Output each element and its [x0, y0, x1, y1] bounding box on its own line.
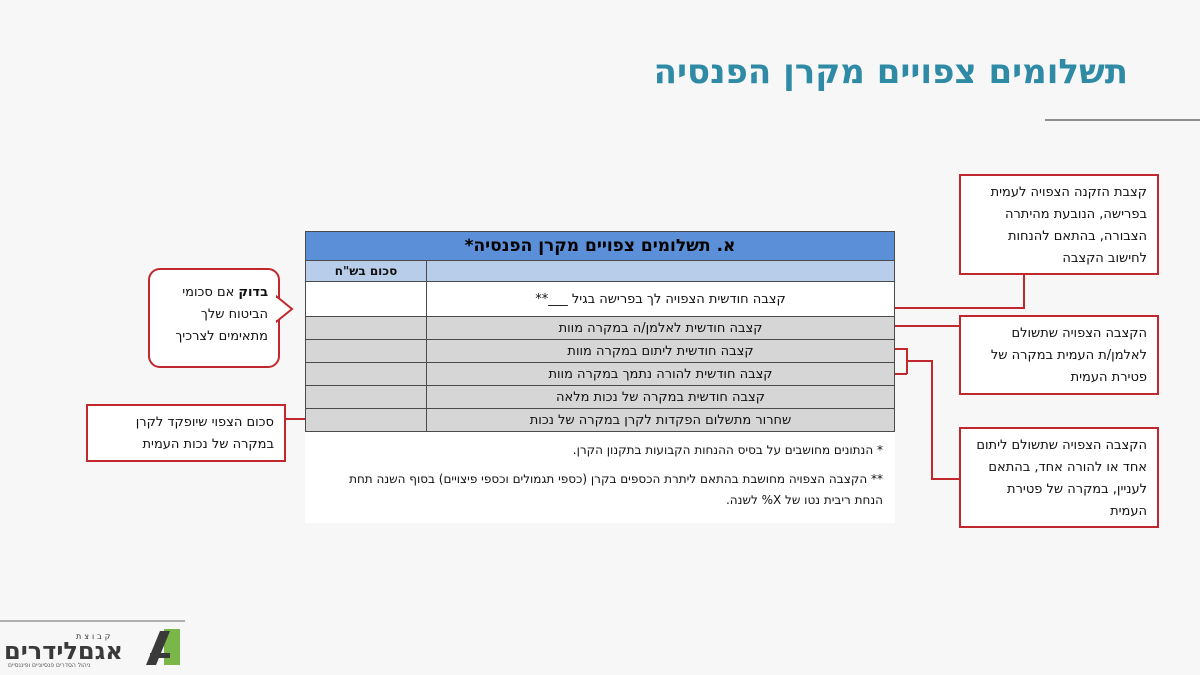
row-label-orphan: קצבה חודשית ליתום במקרה מוות — [426, 339, 895, 363]
table-row: קצבה חודשית ליתום במקרה מוות — [305, 339, 895, 363]
row-amount-full-disability — [305, 385, 427, 409]
row-amount-widow — [305, 316, 427, 340]
callout-disability-deposit: סכום הצפוי שיופקד לקרן במקרה של נכות העמ… — [86, 404, 286, 462]
connector-orphan-v — [931, 360, 933, 480]
bubble-text: אם סכומי הביטוח שלך מתאימים לצרכיך — [175, 285, 268, 344]
callout-old-age-pension: קצבת הזקנה הצפויה לעמית בפרישה, הנובעת מ… — [959, 174, 1159, 275]
logo-group-label: קבוצת — [76, 632, 114, 641]
logo-tagline: ניהול הסדרים פנסיוניים ופיננסיים — [8, 662, 91, 669]
connector-old-age-v — [1023, 275, 1025, 309]
bubble-tail-icon — [276, 294, 294, 324]
row-amount-deposit-waiver — [305, 408, 427, 432]
row-label-widow: קצבה חודשית לאלמן/ה במקרה מוות — [426, 316, 895, 340]
note-calculation: ** הקצבה הצפויה מחושבת בהתאם ליתרת הכספי… — [349, 472, 883, 507]
table-notes: * הנתונים מחושבים על בסיס ההנחות הקבועות… — [305, 432, 895, 523]
row-label-parent: קצבה חודשית להורה נתמך במקרה מוות — [426, 362, 895, 386]
connector-orphan-bracket-top — [893, 348, 907, 350]
row-amount-parent — [305, 362, 427, 386]
table-row: קצבה חודשית הצפויה לך בפרישה בגיל ___** — [305, 281, 895, 317]
page-title: תשלומים צפויים מקרן הפנסיה — [653, 52, 1128, 92]
callout-widow-pension: הקצבה הצפויה שתשולם לאלמן/ת העמית במקרה … — [959, 315, 1159, 395]
connector-old-age-h — [893, 307, 1025, 309]
connector-orphan-bracket-bottom — [893, 373, 907, 375]
row-amount-orphan — [305, 339, 427, 363]
label-column-header — [426, 260, 895, 282]
check-coverage-bubble: בדוק אם סכומי הביטוח שלך מתאימים לצרכיך — [148, 268, 294, 368]
table-row: קצבה חודשית לאלמן/ה במקרה מוות — [305, 316, 895, 340]
note-assumptions: * הנתונים מחושבים על בסיס ההנחות הקבועות… — [572, 443, 883, 457]
table-row: קצבה חודשית במקרה של נכות מלאה — [305, 385, 895, 409]
row-label-deposit-waiver: שחרור מתשלום הפקדות לקרן במקרה של נכות — [426, 408, 895, 432]
company-logo-icon — [146, 629, 180, 665]
row-amount-retirement — [305, 281, 427, 317]
logo-name-part2: לידרים — [4, 637, 78, 665]
table-header: א. תשלומים צפויים מקרן הפנסיה* — [305, 231, 895, 261]
bubble-bold-text: בדוק — [238, 285, 268, 300]
connector-orphan-h2 — [931, 478, 959, 480]
connector-orphan-h1 — [906, 360, 933, 362]
amount-column-header: סכום בש"ח — [305, 260, 427, 282]
title-underline — [1045, 119, 1200, 121]
row-label-full-disability: קצבה חודשית במקרה של נכות מלאה — [426, 385, 895, 409]
pension-payments-table: א. תשלומים צפויים מקרן הפנסיה* סכום בש"ח… — [305, 231, 895, 523]
table-row: קצבה חודשית להורה נתמך במקרה מוות — [305, 362, 895, 386]
connector-widow — [893, 325, 959, 327]
callout-orphan-pension: הקצבה הצפויה שתשולם ליתום אחד או להורה א… — [959, 427, 1159, 528]
logo-name-part1: אגם — [77, 637, 123, 665]
logo-wordmark: אגםלידרים — [4, 637, 123, 665]
table-row: שחרור מתשלום הפקדות לקרן במקרה של נכות — [305, 408, 895, 432]
row-label-retirement: קצבה חודשית הצפויה לך בפרישה בגיל ___** — [426, 281, 895, 317]
logo-divider — [0, 620, 185, 622]
